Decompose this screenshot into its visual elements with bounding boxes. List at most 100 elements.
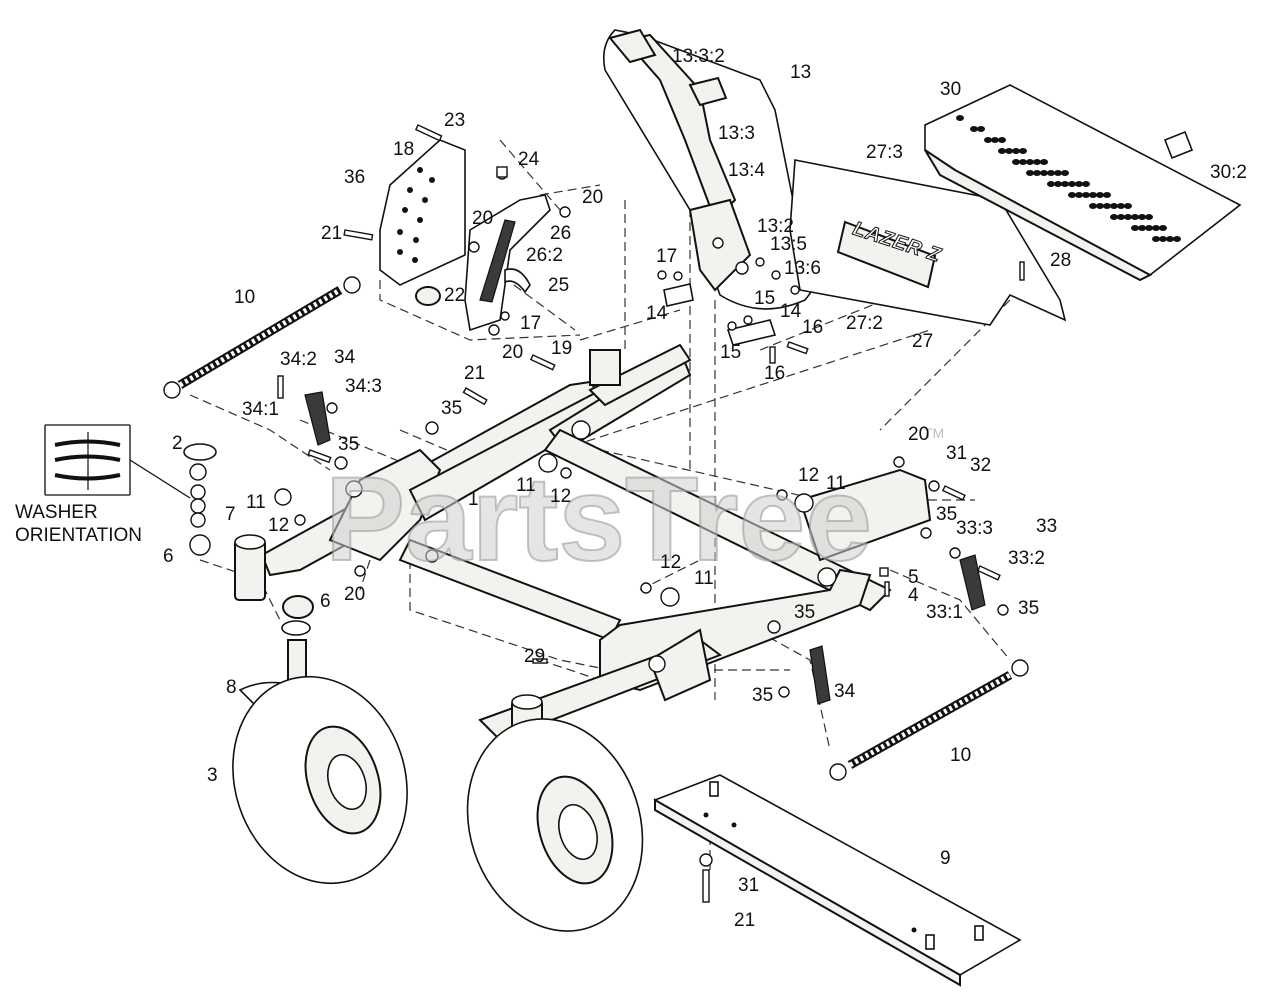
bracket-30-2 [1163, 130, 1194, 160]
callout-c-24: 24 [518, 149, 540, 170]
step-hole [1082, 181, 1090, 187]
callout-c-33: 33 [1036, 516, 1057, 537]
callout-c-34-1: 34:1 [242, 399, 279, 420]
step-hole [1012, 159, 1020, 165]
step-hole [1173, 236, 1181, 242]
callout-c-26: 26 [550, 223, 571, 244]
callout-c-15a: 15 [754, 288, 775, 309]
callout-c-20e: 20 [344, 584, 365, 605]
callout-c-13: 13 [790, 62, 811, 83]
step-hole [970, 126, 978, 132]
callout-c-23: 23 [444, 110, 465, 131]
bracket-18 [379, 139, 466, 286]
step-hole [1026, 170, 1034, 176]
step-hole [1152, 236, 1160, 242]
callout-c-27-2: 27:2 [846, 313, 883, 334]
callout-c-31b: 31 [738, 875, 759, 896]
step-hole [1131, 225, 1139, 231]
callout-c-36: 36 [344, 167, 365, 188]
partstree-watermark: PartsTree TM [324, 425, 944, 587]
callout-c-11d: 11 [694, 568, 714, 589]
spacer-22 [415, 286, 441, 306]
callout-c-13-3: 13:3 [718, 123, 755, 144]
callout-c-35f: 35 [752, 685, 773, 706]
callout-c-11c: 11 [246, 492, 266, 513]
callout-c-9: 9 [940, 848, 951, 869]
callout-c-11b: 11 [516, 475, 536, 496]
watermark-tm: TM [924, 425, 944, 441]
step-hole [956, 115, 964, 121]
chain-34-upper [304, 391, 331, 446]
step-hole [1152, 225, 1160, 231]
callout-c-17b: 17 [520, 313, 541, 334]
callout-c-33-2: 33:2 [1008, 548, 1045, 569]
frame-1 [260, 343, 932, 742]
callout-c-30-2: 30:2 [1210, 162, 1247, 183]
step-hole [1089, 192, 1097, 198]
step-hole [1117, 214, 1125, 220]
hose-25 [504, 268, 531, 294]
step-hole [1033, 170, 1041, 176]
callout-c-13-2: 13:2 [757, 216, 794, 237]
callout-c-27-3: 27:3 [866, 142, 903, 163]
caster-wheel-left [232, 639, 408, 885]
callout-c-13-5: 13:5 [770, 234, 807, 255]
callout-c-14a: 14 [646, 303, 668, 324]
callout-c-25: 25 [548, 275, 569, 296]
callout-c-21b: 21 [464, 363, 485, 384]
step-hole [1103, 192, 1111, 198]
callout-c-18: 18 [393, 139, 414, 160]
callout-c-28: 28 [1050, 250, 1071, 271]
callout-c-35b: 35 [338, 434, 359, 455]
callout-c-7: 7 [225, 504, 236, 525]
step-hole [1131, 214, 1139, 220]
callout-c-35d: 35 [1018, 598, 1039, 619]
callout-c-13-4: 13:4 [728, 160, 765, 181]
callout-c-35e: 35 [794, 602, 815, 623]
callout-c-32: 32 [970, 455, 991, 476]
callout-c-12a: 12 [798, 465, 819, 486]
callout-c-5: 5 [908, 567, 919, 588]
step-hole [1117, 203, 1125, 209]
callout-c-3: 3 [207, 765, 218, 786]
step-hole [1138, 225, 1146, 231]
spring-10-right [829, 659, 1029, 781]
callout-c-12b: 12 [550, 486, 571, 507]
step-hole [1096, 192, 1104, 198]
callout-c-16a: 16 [802, 317, 823, 338]
step-plate-30 [924, 84, 1242, 282]
callout-c-34b: 34 [834, 681, 856, 702]
callout-c-34-3: 34:3 [345, 376, 382, 397]
callout-c-16b: 16 [764, 363, 785, 384]
step-hole [1124, 214, 1132, 220]
step-hole [998, 137, 1006, 143]
callout-c-21a: 21 [321, 223, 342, 244]
step-hole [998, 148, 1006, 154]
step-hole [1145, 225, 1153, 231]
step-hole [1040, 170, 1048, 176]
step-hole [1082, 192, 1090, 198]
callout-c-8: 8 [226, 677, 237, 698]
callout-c-26-2: 26:2 [526, 245, 563, 266]
handle-13 [602, 28, 822, 310]
step-hole [984, 137, 992, 143]
callout-c-10b: 10 [950, 745, 971, 766]
step-hole [1075, 181, 1083, 187]
callout-c-31a: 31 [946, 443, 967, 464]
callout-c-10a: 10 [234, 287, 255, 308]
bracket-26 [464, 194, 551, 332]
washer-stack-icon [54, 432, 121, 490]
step-hole [1019, 159, 1027, 165]
callout-c-12d: 12 [660, 552, 681, 573]
step-hole [1019, 148, 1027, 154]
callout-c-6b: 6 [320, 591, 331, 612]
step-hole [1061, 170, 1069, 176]
step-hole [1012, 148, 1020, 154]
callout-c-11a: 11 [826, 473, 846, 494]
caster-wheel-right [466, 718, 644, 932]
step-hole [1047, 181, 1055, 187]
step-hole [1033, 159, 1041, 165]
callout-c-19: 19 [551, 338, 572, 359]
callout-c-15b: 15 [720, 342, 741, 363]
